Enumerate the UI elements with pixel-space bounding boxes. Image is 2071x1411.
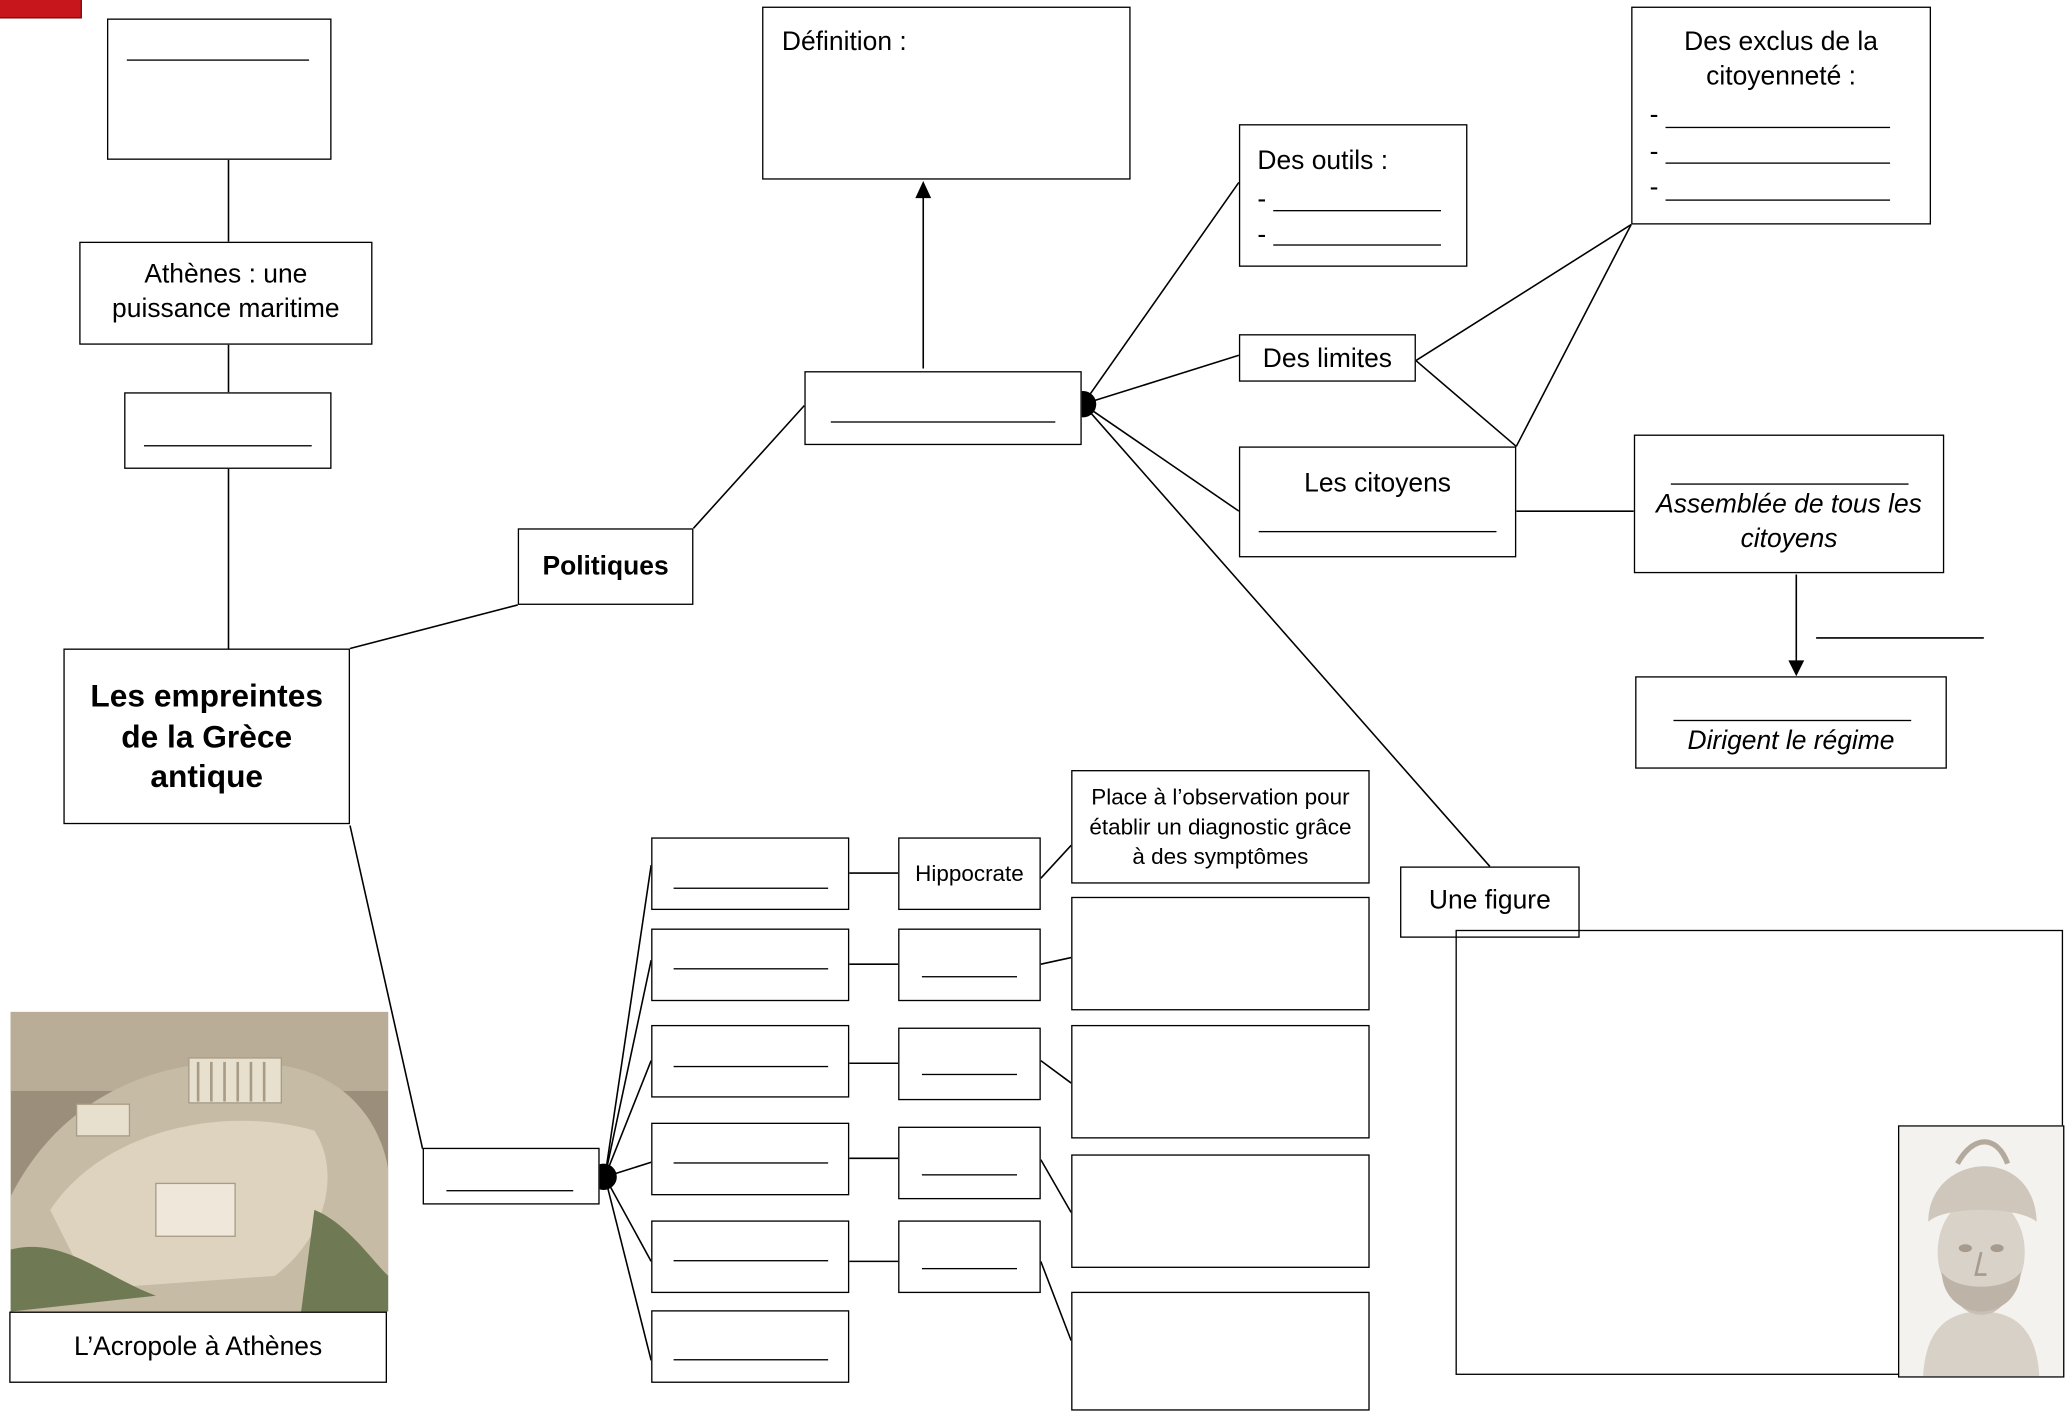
blank-box-col2-row3 [898,1027,1041,1101]
blank-box-col1-row6 [651,1310,850,1383]
blank-box-politics-regime [804,371,1082,446]
hippocrates-box: Hippocrate [898,837,1041,911]
tools-label: Des outils : [1257,146,1389,176]
citizens-box: Les citoyens [1238,446,1517,558]
header-tab [0,0,82,19]
definition-box: Définition : [762,6,1131,180]
bullet-dash: - [1257,184,1267,214]
figure-label-box: Une figure [1400,866,1580,938]
blank-box-col2-row4 [898,1126,1041,1200]
bullet-dash: - [1649,173,1659,203]
bullet-dash: - [1257,220,1267,250]
blank-box-lower-hub [422,1147,600,1205]
blank-box-col1-row5 [651,1220,850,1294]
blank-box-col1-row1 [651,837,850,911]
acropolis-icon [10,1011,389,1312]
citizens-label: Les citoyens [1304,468,1452,498]
figure-label: Une figure [1428,886,1551,916]
pericles-bust-icon [1899,1126,2064,1377]
bullet-dash: - [1649,137,1659,167]
limits-box: Des limites [1238,334,1416,382]
lead-box: Dirigent le régime [1635,676,1947,769]
assembly-box: Assemblée de tous les citoyens [1633,434,1945,574]
acropolis-caption-box: L’Acropole à Athènes [9,1311,387,1383]
central-title: Les empreintes de la Grèce antique [90,678,323,796]
lead-text: Dirigent le régime [1687,726,1895,756]
blank-box-top-left [106,18,332,160]
excluded-box: Des exclus de la citoyenneté : - - - [1631,6,1932,225]
politics-label: Politiques [542,552,669,582]
politics-box: Politiques [517,528,694,605]
blank-box-col3-row5 [1071,1291,1370,1411]
assembly-text: Assemblée de tous les citoyens [1656,490,1922,553]
blank-box-col1-row3 [651,1024,850,1098]
blank-box-col3-row2 [1071,896,1370,1011]
blank-box-col1-row4 [651,1122,850,1196]
definition-label: Définition : [781,27,907,57]
pericles-bust-photo [1897,1125,2065,1378]
hippocrates-label: Hippocrate [915,861,1024,887]
excluded-label: Des exclus de la citoyenneté : [1684,27,1879,91]
blank-box-col3-row4 [1071,1154,1370,1268]
observation-box: Place à l’observation pour établir un di… [1071,770,1370,884]
athens-box: Athènes : une puissance maritime [79,241,373,345]
tools-box: Des outils : - - [1238,124,1468,267]
limits-label: Des limites [1262,344,1392,374]
observation-text: Place à l’observation pour établir un di… [1089,784,1352,870]
athens-label: Athènes : une puissance maritime [112,260,340,324]
blank-box-col3-row3 [1071,1024,1370,1139]
blank-box-col2-row5 [898,1220,1041,1294]
central-title-box: Les empreintes de la Grèce antique [63,648,351,825]
bullet-dash: - [1649,100,1659,130]
acropolis-caption: L’Acropole à Athènes [74,1332,323,1362]
blank-box-col2-row2 [898,928,1041,1002]
blank-box-col1-row2 [651,928,850,1002]
blank-box-athens-below [124,392,332,469]
acropolis-photo [10,1011,389,1312]
